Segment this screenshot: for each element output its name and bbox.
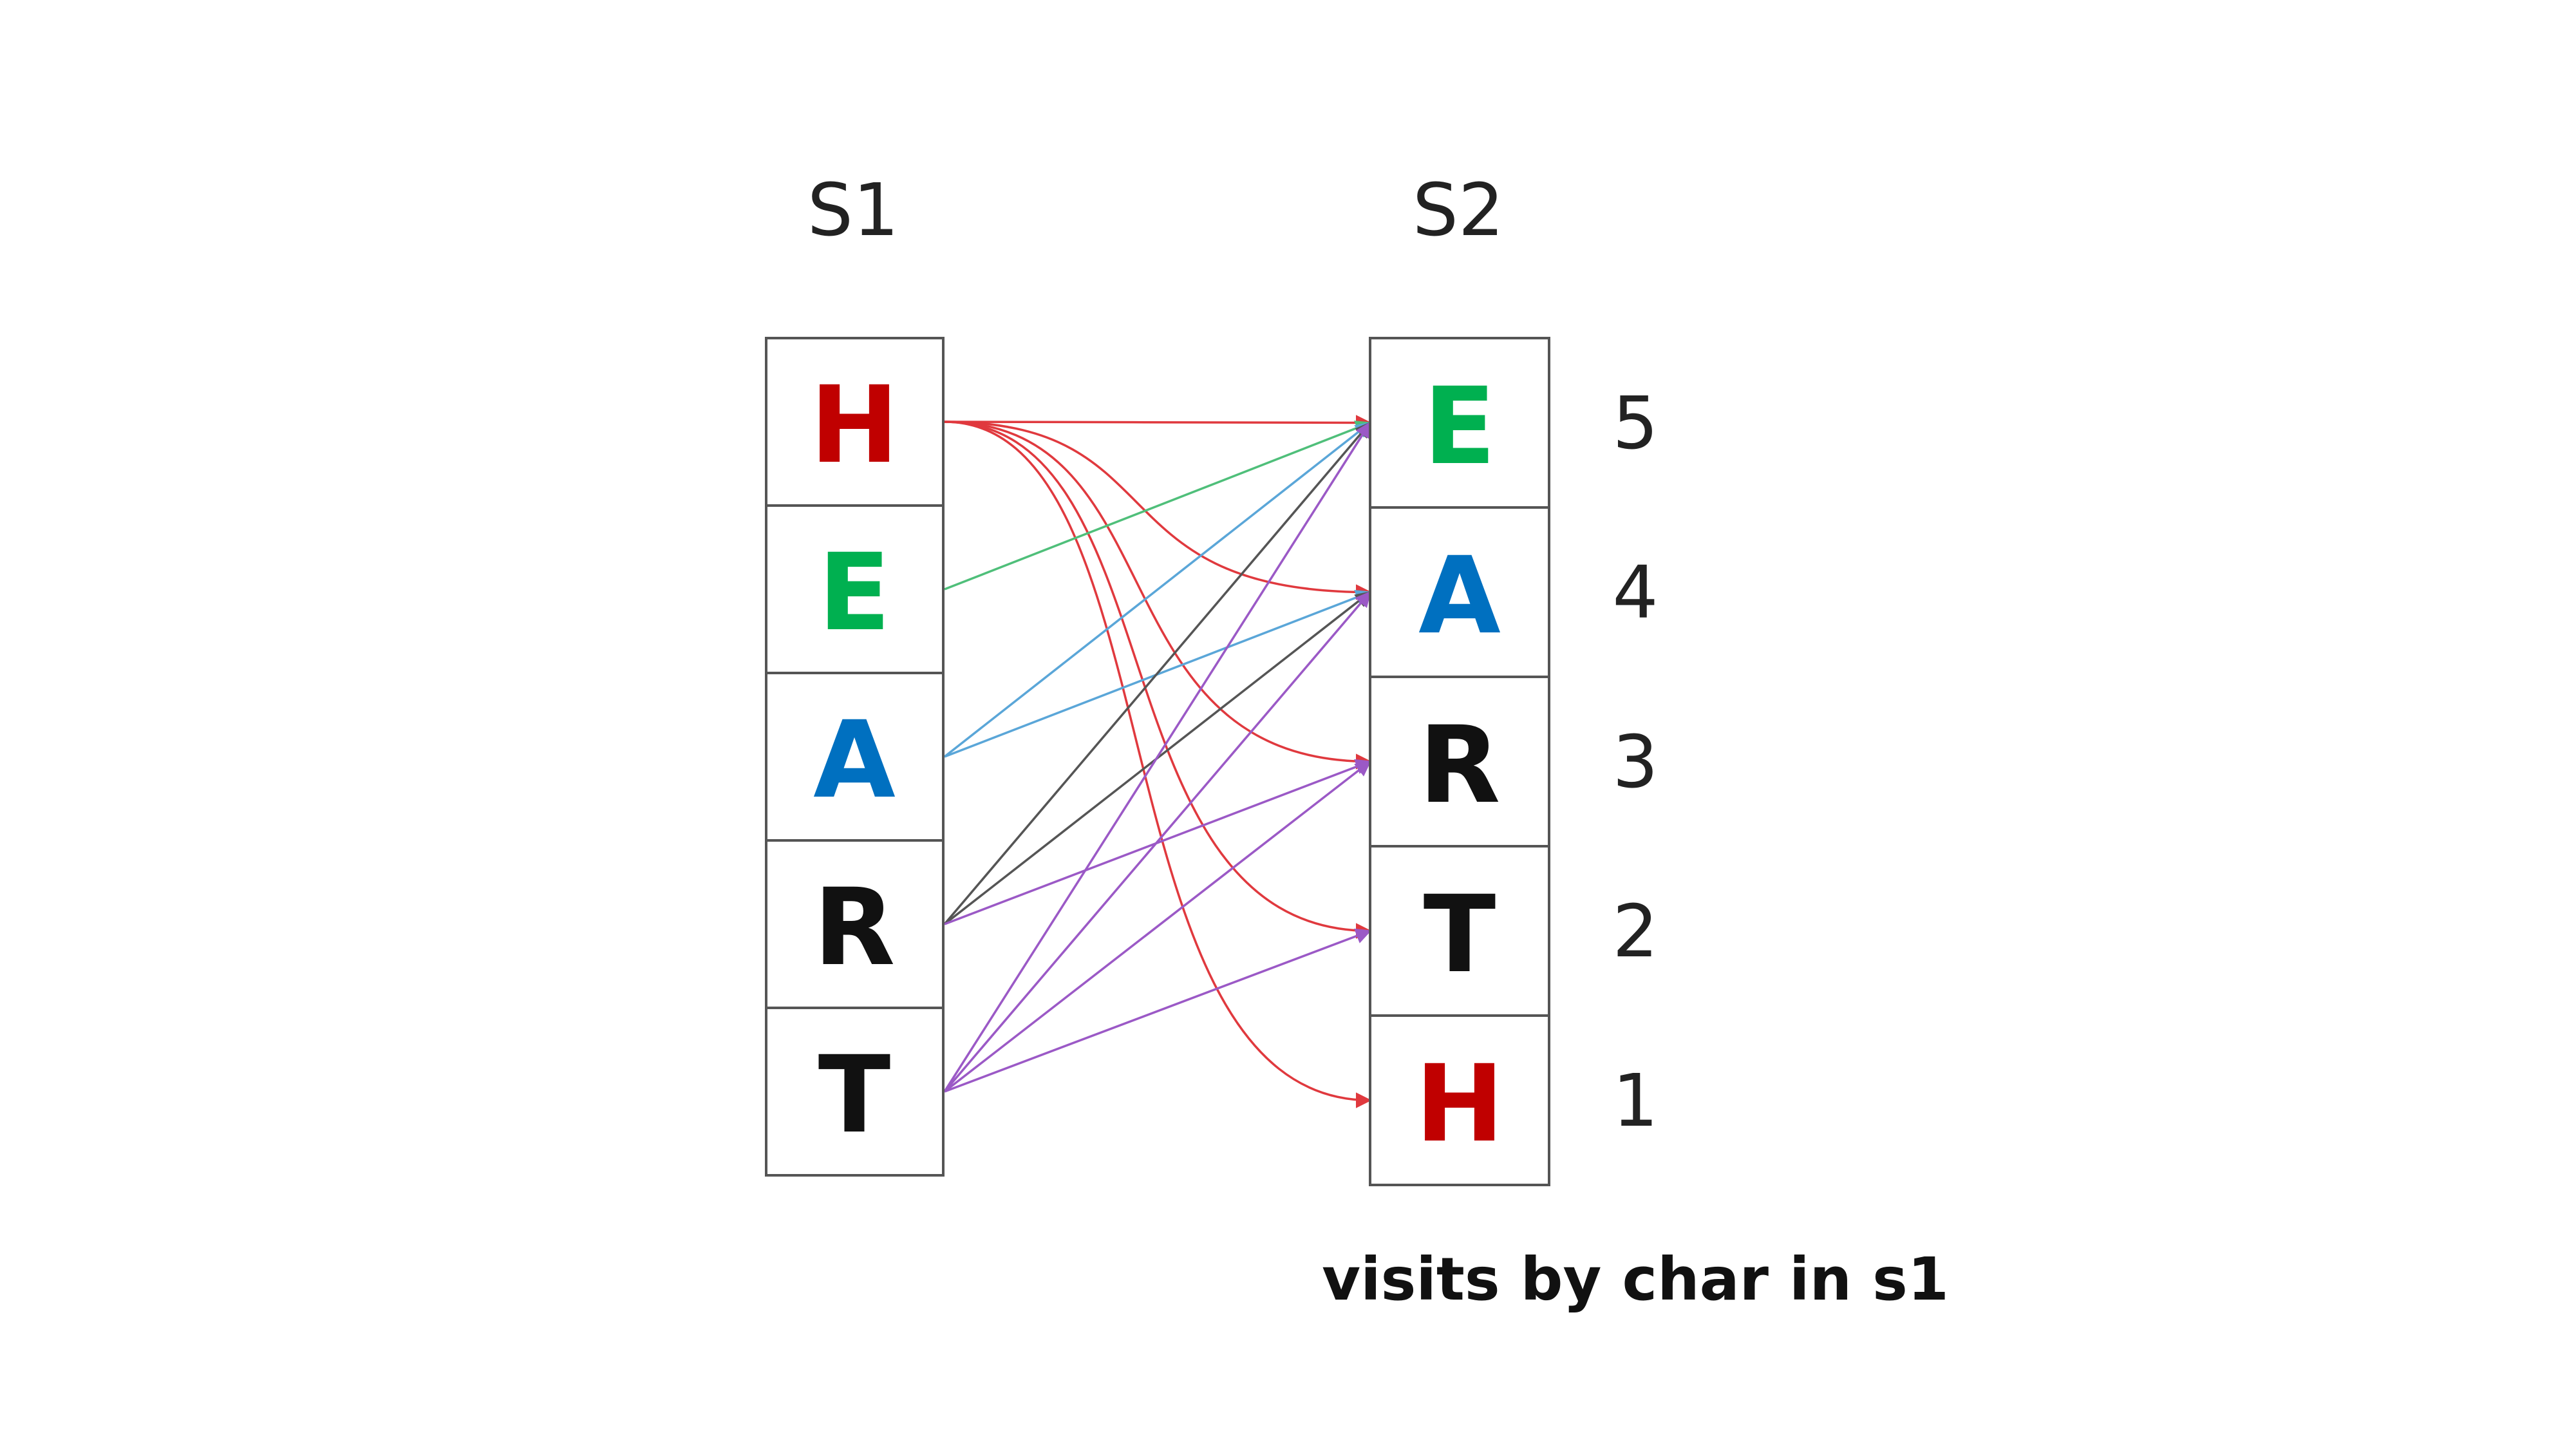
s1-cell-letter: H <box>810 363 899 487</box>
s2-cell: T 2 <box>1369 845 1659 1017</box>
s2-column-label: S2 <box>1413 169 1504 252</box>
s1-cell: R <box>765 839 945 1009</box>
s1-column-label: S1 <box>807 169 899 252</box>
visit-count-label: 4 <box>1612 551 1658 635</box>
s2-column: E 5 A 4 R 3 T 2 H 1 <box>1369 337 1659 1186</box>
s2-cell-letter: A <box>1418 534 1501 658</box>
s1-cell-letter: A <box>813 698 896 822</box>
edge-h-to-h <box>944 421 1372 1108</box>
s1-cell-letter: E <box>818 531 891 654</box>
visit-count-label: 1 <box>1612 1059 1658 1143</box>
edges-layer <box>943 415 1372 1108</box>
s1-cell-box <box>765 839 945 1009</box>
caption: visits by char in s1 <box>1322 1245 1949 1314</box>
edge-r-to-e <box>943 421 1371 925</box>
s1-cell-box <box>765 337 945 507</box>
s2-cell-box <box>1369 337 1550 509</box>
s2-cell-letter: E <box>1424 365 1496 488</box>
edge-t-to-r <box>943 760 1371 1093</box>
s2-cell-letter: T <box>1424 873 1496 996</box>
s2-cell: H 1 <box>1369 1014 1659 1186</box>
visit-count-label: 5 <box>1612 382 1658 466</box>
s1-cell-box <box>765 672 945 842</box>
s1-cell-box <box>765 504 945 674</box>
s1-cell: T <box>765 1007 945 1177</box>
s1-cell: H <box>765 337 945 507</box>
s1-cell: A <box>765 672 945 842</box>
s2-cell-box <box>1369 676 1550 848</box>
s1-cell: E <box>765 504 945 674</box>
s2-cell-box <box>1369 506 1550 678</box>
edge-e-to-e <box>944 421 1372 591</box>
s1-cell-box <box>765 1007 945 1177</box>
edge-t-to-a <box>943 591 1371 1093</box>
s2-cell: A 4 <box>1369 506 1659 678</box>
edge-h-to-r <box>944 421 1372 770</box>
s2-cell-box <box>1369 1014 1550 1186</box>
edge-h-to-e <box>944 415 1372 431</box>
s2-cell: R 3 <box>1369 676 1659 848</box>
s2-cell: E 5 <box>1369 337 1659 509</box>
s2-cell-letter: H <box>1415 1042 1504 1166</box>
visit-count-label: 2 <box>1612 890 1658 974</box>
s1-cell-letter: T <box>818 1033 891 1157</box>
s1-column: H E A R T <box>765 337 945 1177</box>
visit-count-label: 3 <box>1612 721 1658 804</box>
edge-t-to-t <box>944 928 1372 1093</box>
edge-t-to-e <box>943 421 1371 1092</box>
s2-cell-letter: R <box>1418 703 1500 827</box>
edge-a-to-e <box>943 421 1371 758</box>
edge-h-to-t <box>944 421 1372 939</box>
s1-cell-letter: R <box>813 866 895 989</box>
